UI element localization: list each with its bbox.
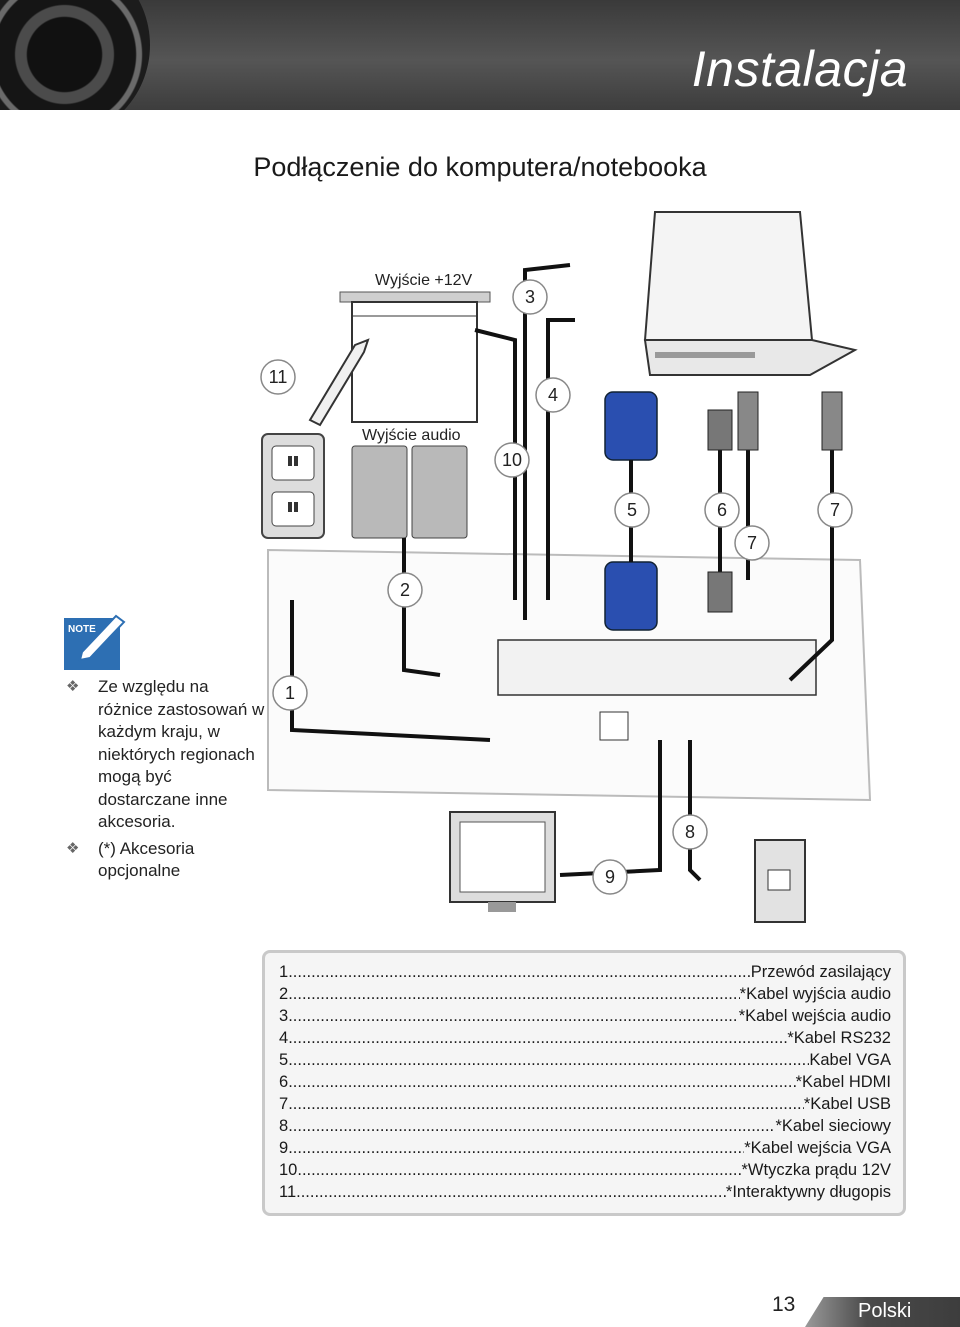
legend-row: 1Przewód zasilający [279,961,891,983]
notes-list: ❖ Ze względu na różnice zastosowań w każ… [66,676,266,887]
interactive-pen-graphic [308,338,370,427]
marker-7-middle: 7 [734,525,770,561]
legend-row: 11*Interaktywny długopis [279,1181,891,1203]
projector-graphic [267,548,872,802]
monitor-graphic [449,811,556,912]
note-item: ❖ Ze względu na różnice zastosowań w każ… [66,676,266,834]
svg-text:8: 8 [685,822,695,842]
legend-row: 5Kabel VGA [279,1049,891,1071]
marker-6: 6 [704,492,740,528]
marker-5: 5 [614,492,650,528]
svg-text:7: 7 [747,533,757,553]
svg-text:11: 11 [269,367,288,387]
projector-lens-graphic [0,0,150,110]
svg-text:7: 7 [830,500,840,520]
marker-9: 9 [592,859,628,895]
header-title: Instalacja [691,41,908,97]
legend-row: 7*Kabel USB [279,1093,891,1115]
vga-connectors-graphic [604,391,658,631]
note-text: (*) Akcesoria opcjonalne [98,838,195,881]
laptop-graphic [643,211,858,376]
marker-4: 4 [535,377,571,413]
legend-row: 10 *Wtyczka prądu 12V [279,1159,891,1181]
marker-8: 8 [672,814,708,850]
label-audio-output: Wyjście audio [362,427,461,444]
svg-text:3: 3 [525,287,535,307]
marker-11: 11 [260,359,296,395]
legend-row: 6*Kabel HDMI [279,1071,891,1093]
legend-row: 9*Kabel wejścia VGA [279,1137,891,1159]
language-tab [805,1297,960,1327]
speakers-graphic [351,445,468,539]
svg-text:10: 10 [502,450,522,470]
svg-text:9: 9 [605,867,615,887]
network-jack-graphic [754,839,806,923]
label-output-12v: Wyjście +12V [375,272,473,289]
note-text: Ze względu na różnice zastosowań w każdy… [98,677,265,831]
connection-diagram: Wyjście +12V Wyjście audio 3 11 4 10 5 6… [260,211,872,923]
svg-text:2: 2 [400,580,410,600]
svg-text:6: 6 [717,500,727,520]
marker-1: 1 [272,675,308,711]
cable-legend: 1Przewód zasilający 2*Kabel wyjścia audi… [262,950,906,1216]
svg-text:NOTE: NOTE [68,624,96,635]
marker-3: 3 [512,279,548,315]
language-label: Polski [858,1300,912,1322]
legend-row: 3 *Kabel wejścia audio [279,1005,891,1027]
bullet-icon: ❖ [66,678,80,695]
legend-row: 8 *Kabel sieciowy [279,1115,891,1137]
projection-screen [339,291,491,423]
svg-text:5: 5 [627,500,637,520]
wall-outlet-graphic [261,433,325,539]
legend-row: 4*Kabel RS232 [279,1027,891,1049]
bullet-icon: ❖ [66,839,80,857]
note-icon: NOTE [64,614,126,670]
marker-2: 2 [387,572,423,608]
marker-10: 10 [494,442,530,478]
svg-text:1: 1 [285,683,295,703]
legend-row: 2*Kabel wyjścia audio [279,983,891,1005]
marker-7-right: 7 [817,492,853,528]
svg-text:4: 4 [548,385,558,405]
page-header: Instalacja [0,0,960,110]
usb-hdmi-plugs-graphic [707,391,843,613]
page-number: 13 [772,1293,796,1316]
note-item: ❖ (*) Akcesoria opcjonalne [66,838,266,883]
page-title: Podłączenie do komputera/notebooka [253,152,707,182]
